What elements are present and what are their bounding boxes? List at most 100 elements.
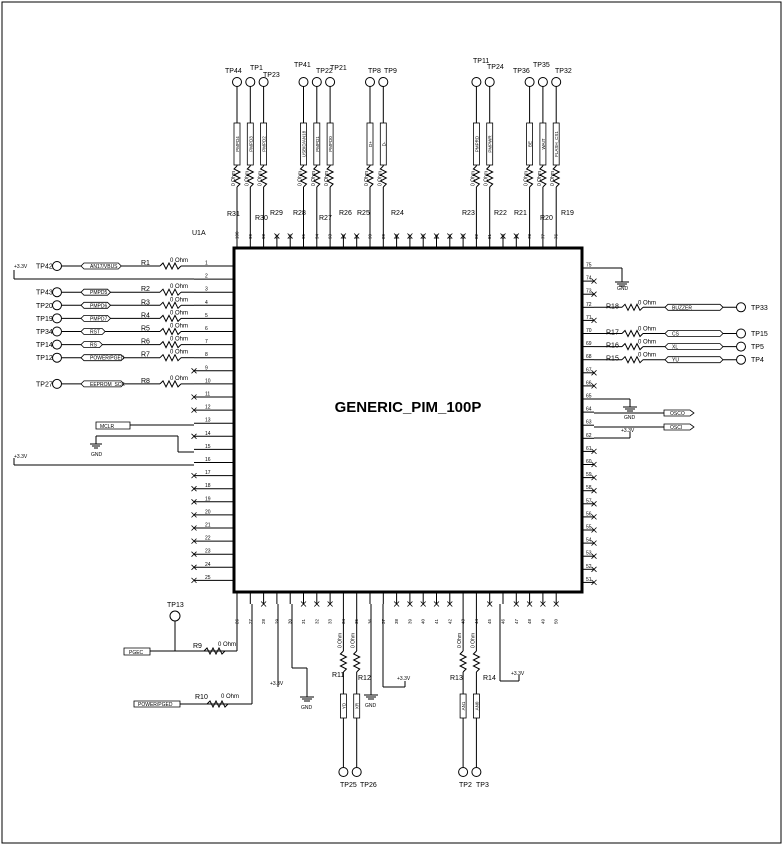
pin-number: 69 [586, 341, 592, 347]
net-label: PMPRD [474, 135, 479, 152]
pin-number: 16 [205, 457, 211, 463]
resistor-value: 0 Ohm [550, 171, 556, 186]
resistor-value: 0 Ohm [231, 171, 237, 186]
test-point-label: TP20 [36, 303, 53, 310]
pin-number: 49 [540, 618, 545, 624]
resistor-ref: R8 [141, 378, 150, 385]
test-point [52, 261, 62, 271]
pin-number: 58 [586, 485, 592, 491]
resistor [246, 165, 255, 188]
no-connect-mark [191, 577, 197, 584]
resistor-value: 0 Ohm [298, 171, 304, 186]
net-label: PMPD5 [90, 290, 107, 296]
net-label: YU [672, 358, 679, 364]
net-label: PMPD6 [90, 303, 107, 309]
test-point-label: TP23 [263, 72, 280, 79]
resistor-value: 0 Ohm [170, 337, 188, 343]
no-connect-mark [353, 233, 360, 239]
test-point-label: TP3 [476, 782, 489, 789]
no-connect-mark [460, 233, 466, 239]
r10-resistor [206, 699, 229, 709]
resistor [159, 353, 182, 362]
pin-number: 23 [205, 549, 211, 555]
resistor-ref: R31 [227, 211, 240, 218]
resistor-value: 0 Ohm [638, 353, 656, 359]
resistor-ref: R19 [561, 210, 574, 217]
pin-number: 21 [205, 523, 211, 529]
resistor-value: 0 Ohm [524, 171, 530, 186]
test-point [311, 77, 322, 87]
resistor-ref: R2 [141, 286, 150, 293]
pin-number: 15 [205, 444, 211, 450]
no-connect-mark [591, 527, 597, 533]
power-pged-tag-bottom [133, 700, 181, 708]
test-point [52, 287, 62, 298]
test-point-label: TP41 [294, 62, 311, 69]
net-label: AN17/VBUS [90, 264, 118, 270]
test-point [551, 77, 562, 87]
gnd-label-bottom-2: GND [365, 703, 377, 709]
resistor [159, 340, 182, 349]
test-point-label: TP11 [473, 58, 489, 65]
osco-label: OSCO [670, 411, 685, 417]
no-connect-mark [191, 368, 197, 374]
pin-number: 24 [205, 562, 211, 568]
resistor-ref: R6 [141, 339, 150, 346]
resistor-value: 0 Ohm [638, 327, 656, 333]
power-pged-label-bottom: POWER/PGED [138, 702, 173, 708]
no-connect-mark [591, 278, 597, 284]
resistor [232, 165, 242, 188]
test-point [298, 77, 309, 87]
pin-number: 1 [205, 261, 208, 267]
pin-number: 27 [248, 618, 253, 624]
power-33v-bottom-2: +3.3V [397, 676, 411, 682]
pin-number: 20 [205, 509, 211, 515]
pin-number: 31 [301, 618, 306, 624]
resistor-ref: R1 [141, 260, 150, 267]
no-connect-mark [591, 487, 597, 494]
resistor-ref: R15 [606, 356, 619, 363]
net-tag [664, 343, 724, 351]
net-tag [246, 122, 254, 166]
no-connect-mark [191, 551, 197, 557]
net-tag [366, 122, 374, 166]
net-tag [486, 122, 494, 166]
pin-number: 71 [586, 315, 592, 321]
no-connect-mark [191, 394, 197, 400]
test-point [52, 326, 62, 337]
resistor-value: 0 Ohm [337, 633, 343, 648]
test-point-label: TP24 [487, 64, 504, 71]
net-label: CS [672, 332, 680, 338]
power-33v-left-top: +3.3V [14, 264, 28, 270]
no-connect-mark [540, 601, 546, 607]
pin-number: 57 [586, 498, 592, 504]
net-tag [459, 693, 467, 719]
pin-number: 90 [368, 233, 373, 239]
pin-number: 62 [586, 433, 592, 439]
mclr-label: MCLR [100, 424, 115, 430]
pin-number: 75 [586, 263, 592, 269]
net-label: PMPD7 [90, 316, 107, 322]
pin-number: 60 [586, 459, 592, 465]
resistor [159, 288, 182, 297]
r9-ref: R9 [193, 643, 202, 650]
no-connect-mark [513, 233, 520, 239]
pin-number: 76 [554, 233, 559, 239]
test-point [52, 300, 62, 311]
resistor-ref: R12 [358, 675, 371, 682]
resistor-value: 0 Ohm [377, 171, 383, 186]
pin-number: 61 [586, 446, 592, 452]
test-point [52, 313, 62, 324]
test-point-label: TP19 [36, 316, 53, 323]
resistor-value: 0 Ohm [170, 284, 188, 290]
no-connect-mark [591, 448, 597, 455]
no-connect-mark [420, 233, 426, 239]
